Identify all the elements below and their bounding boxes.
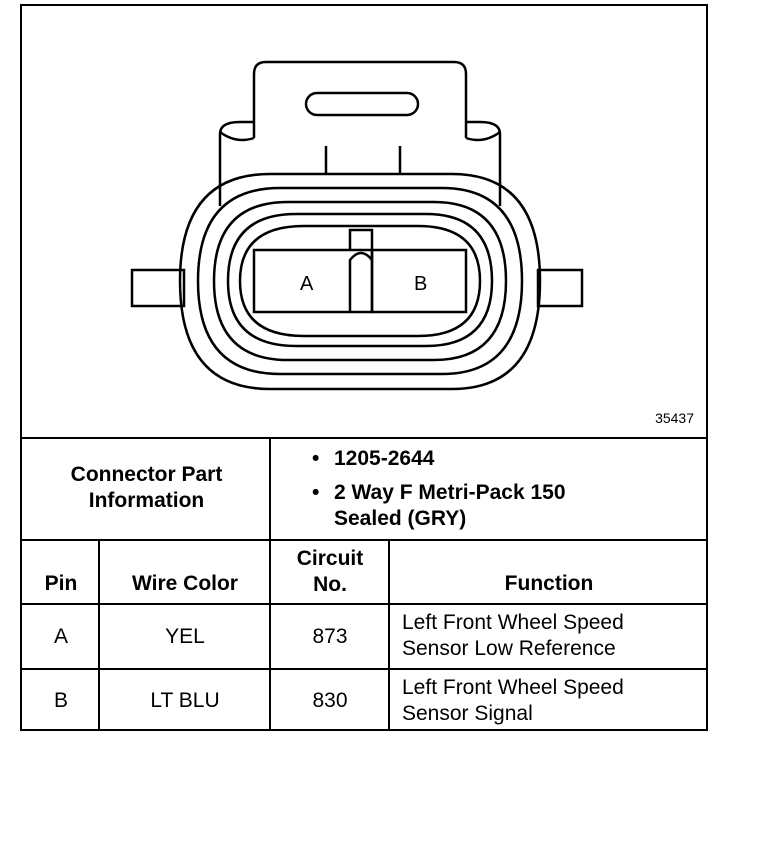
header-pin: Pin <box>44 572 78 595</box>
header-function: Function <box>504 572 594 595</box>
figure-number: 35437 <box>655 410 694 426</box>
latch-slot <box>304 91 420 117</box>
part-info-list: •1205-2644 •2 Way F Metri-Pack 150 Seale… <box>312 446 566 532</box>
seal-ring-outer <box>196 186 524 376</box>
row-b-function: Left Front Wheel Speed Sensor Signal <box>402 676 624 725</box>
cavity-a-label: A <box>300 273 314 295</box>
divider-header-rows <box>22 603 706 605</box>
col-divider-pin <box>98 539 100 729</box>
row-b-pin: B <box>53 688 68 712</box>
col-divider-circuit <box>388 539 390 729</box>
part-description: 2 Way F Metri-Pack 150 Sealed (GRY) <box>334 481 566 530</box>
left-tab <box>130 268 186 308</box>
header-circuit-no: Circuit No. <box>296 547 364 596</box>
connector-drawing: A B <box>130 60 584 391</box>
seal-ring-inner <box>226 212 494 348</box>
row-a-circuit: 873 <box>312 624 348 648</box>
part-info-item: •1205-2644 <box>312 447 435 470</box>
row-b-circuit: 830 <box>312 688 348 712</box>
part-info-item: •2 Way F Metri-Pack 150 Sealed (GRY) <box>312 481 566 530</box>
divider-info-header <box>22 539 706 541</box>
col-divider-info <box>269 437 271 729</box>
divider-drawing-info <box>22 437 706 439</box>
cavity-b <box>370 248 468 314</box>
cavity-surround <box>238 224 482 338</box>
row-a-wire-color: YEL <box>165 624 205 648</box>
cavity-b-label: B <box>414 273 427 295</box>
row-a-pin: A <box>53 624 68 648</box>
connector-part-info-label: Connector Part Information <box>70 463 223 512</box>
row-b-wire-color: LT BLU <box>150 688 220 712</box>
connector-diagram-frame: A B 35437 Connector Part Information •12… <box>20 4 708 731</box>
right-tab <box>536 268 584 308</box>
header-wire-color: Wire Color <box>132 572 238 595</box>
seal-ring-middle <box>212 200 508 362</box>
part-number: 1205-2644 <box>334 447 435 470</box>
connector-body <box>178 172 542 391</box>
row-a-function: Left Front Wheel Speed Sensor Low Refere… <box>402 611 624 660</box>
connector-latch <box>252 60 468 138</box>
divider-row-a-b <box>22 668 706 670</box>
